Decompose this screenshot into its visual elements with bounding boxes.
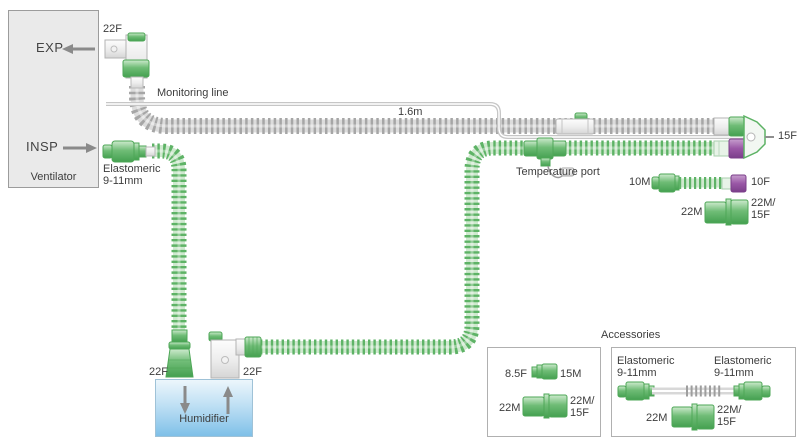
- adapter-10m-10f: [651, 173, 747, 193]
- exp-port-size-label: 22F: [103, 23, 122, 35]
- acc2-elastomeric-right-label: Elastomeric 9-11mm: [714, 355, 771, 379]
- elbow-arm: [104, 39, 134, 59]
- accessories-box-1: [487, 347, 601, 437]
- monitoring-line: [106, 102, 746, 139]
- adapter-22m-label: 22M: [681, 206, 703, 218]
- elbow-arm: [235, 338, 248, 356]
- expiratory-mid-connector: [555, 112, 595, 135]
- adapter-10f-label: 10F: [751, 176, 770, 188]
- white-segment: [145, 146, 156, 157]
- insp-connector-label-line2: 9-11mm: [103, 175, 143, 187]
- exp-elbow-connector: [104, 32, 150, 89]
- barrel: [658, 173, 676, 193]
- exp-end-green: [728, 116, 745, 137]
- wye-assembly: [713, 114, 774, 160]
- acc2-elastomeric-left-line2: 9-11mm: [617, 367, 657, 379]
- humidifier-inlet-connector: [165, 329, 194, 378]
- port-stub: [540, 157, 551, 167]
- sleeve: [555, 118, 595, 135]
- wye-body: [743, 114, 766, 160]
- barrel-right: [730, 199, 749, 225]
- ventilator-box: [8, 10, 99, 188]
- ribbed-top: [171, 329, 188, 343]
- threaded-cone: [165, 348, 194, 378]
- humidifier-box: [155, 379, 253, 437]
- tab: [574, 112, 588, 122]
- temperature-port-label: Temperature port: [516, 166, 600, 178]
- acc1-22m-label: 22M: [499, 402, 521, 414]
- adapter-22m15f-label: 22M/ 15F: [751, 197, 775, 221]
- insp-connector-label: Elastomeric 9-11mm: [103, 163, 160, 187]
- acc2-22m-label: 22M: [646, 412, 668, 424]
- acc2-22m15f-line1: 22M/: [717, 404, 742, 416]
- t-body: [536, 137, 554, 160]
- barrel-left: [704, 201, 727, 224]
- ring: [674, 175, 680, 191]
- elbow-cap: [208, 331, 223, 342]
- adapter-10m-label: 10M: [629, 176, 651, 188]
- humidifier-inlet-size-label: 22F: [149, 366, 168, 378]
- sleeve: [523, 140, 567, 157]
- ring: [168, 341, 191, 350]
- acc2-elastomeric-left-label: Elastomeric 9-11mm: [617, 355, 674, 379]
- ventilator-label: Ventilator: [30, 171, 77, 183]
- acc2-elastomeric-right-line2: 9-11mm: [714, 367, 754, 379]
- purple-end: [730, 174, 747, 193]
- nub: [138, 145, 147, 158]
- acc1-22m15f-line2: 15F: [570, 407, 589, 419]
- acc1-8-5f-label: 8.5F: [505, 368, 528, 380]
- elbow-port-detail: [221, 356, 229, 364]
- elbow-cap: [127, 32, 146, 42]
- insp-elastomeric-connector: [102, 140, 156, 163]
- barrel: [111, 140, 135, 163]
- elbow-collar: [122, 59, 150, 78]
- adapter-22m15f-line2: 15F: [751, 209, 770, 221]
- elbow-body: [210, 339, 240, 379]
- acc2-elastomeric-left-line1: Elastomeric: [617, 355, 675, 367]
- acc2-22m15f-line2: 15F: [717, 416, 736, 428]
- insp-end-pale: [713, 140, 730, 157]
- insp-end-purple: [728, 138, 746, 159]
- elbow-body: [125, 34, 148, 79]
- insp-label: INSP: [26, 139, 59, 154]
- tube-length-label: 1.6m: [398, 106, 423, 118]
- acc1-15m-label: 15M: [560, 368, 582, 380]
- acc2-22m15f-label: 22M/ 15F: [717, 404, 741, 428]
- threaded-connector: [244, 336, 262, 358]
- elbow-port-detail: [110, 45, 118, 53]
- tip: [102, 144, 113, 159]
- humidifier-outlet-size-label: 22F: [243, 366, 262, 378]
- accessories-title: Accessories: [601, 329, 661, 341]
- acc1-22m15f-label: 22M/ 15F: [570, 395, 594, 419]
- acc2-elastomeric-right-line1: Elastomeric: [714, 355, 772, 367]
- adapter-22m15f-line1: 22M/: [751, 197, 776, 209]
- patient-port-size-label: 15F: [778, 130, 797, 142]
- pale-segment: [721, 177, 732, 190]
- ring: [725, 198, 732, 226]
- line-outer: [106, 102, 746, 139]
- monitoring-line-label: Monitoring line: [157, 87, 229, 99]
- tip: [651, 176, 660, 190]
- elbow-stem: [130, 76, 144, 89]
- insp-connector-label-line1: Elastomeric: [103, 163, 161, 175]
- acc1-22m15f-line1: 22M/: [570, 395, 595, 407]
- humidifier-label: Humidifier: [179, 413, 229, 425]
- exp-label: EXP: [36, 40, 64, 55]
- exp-end-white: [713, 117, 730, 136]
- line-core: [106, 103, 746, 138]
- wye-port-detail: [746, 132, 756, 142]
- adapter-22m-main: [704, 198, 749, 226]
- ring: [133, 142, 140, 161]
